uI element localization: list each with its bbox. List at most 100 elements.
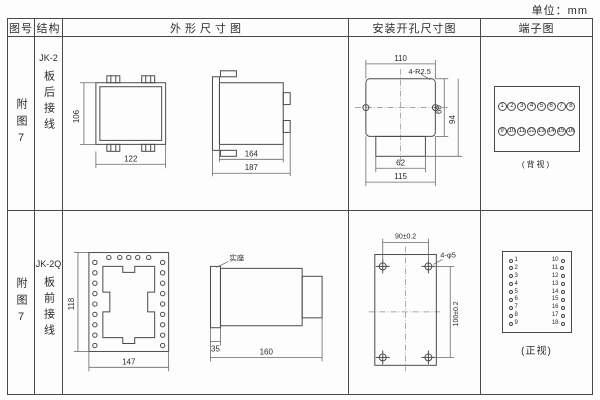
terminal-circle: 3 — [517, 102, 527, 112]
mounting-dim-lines — [382, 238, 455, 358]
relay-side-view — [211, 70, 291, 157]
terminal-circle: 13 — [536, 126, 546, 136]
dim-width: 147 — [122, 357, 136, 366]
dim-h1: 60 — [434, 105, 443, 114]
side-view-dim-lines — [212, 132, 291, 177]
terminal-circle: 12 — [527, 126, 537, 136]
terminal-circle: 15 — [556, 126, 566, 136]
front-view-dim-lines — [79, 82, 167, 169]
base-note: 实座 — [229, 252, 244, 262]
outline-drawing-jk2q: 118 147 实座 35 160 — [67, 252, 323, 372]
terminal-pin: 8 — [509, 312, 518, 319]
terminal-pin: 11 — [552, 265, 565, 272]
terminal-circle: 2 — [507, 102, 517, 112]
relay-front-view — [95, 75, 167, 152]
relay-side-view — [209, 265, 323, 329]
terminal-pin: 5 — [509, 289, 518, 296]
row1-structure-cell: JK-2 板后接线 — [35, 37, 63, 211]
centerlines — [354, 68, 449, 167]
spec-table: 图号 结构 外形尺寸图 安装开孔尺寸图 端子图 附图7 JK-2 板后接线 — [7, 18, 593, 395]
terminal-pin: 7 — [509, 304, 518, 311]
header-mounting: 安装开孔尺寸图 — [349, 19, 481, 37]
model-label: JK-2 — [39, 53, 58, 63]
hole-note: 4-φ5 — [440, 251, 456, 260]
header-fig-no: 图号 — [8, 19, 35, 37]
row2-structure-cell: JK-2Q 板前接线 — [35, 211, 63, 394]
terminal-circle: 10 — [507, 126, 517, 136]
front-view-dim-lines — [73, 252, 170, 372]
dim-height: 106 — [72, 109, 81, 123]
terminal-circle: 6 — [546, 102, 556, 112]
mounting-dim-lines — [365, 59, 463, 187]
cutout-shape — [362, 78, 439, 157]
terminal-pin: 16 — [552, 304, 565, 311]
dim-w1: 62 — [396, 158, 405, 167]
dim-width: 122 — [124, 154, 138, 163]
mounting-drawing-jk2q: 90±0.2 4-φ5 100±0.2 — [368, 234, 460, 372]
model-label: JK-2Q — [35, 259, 62, 269]
side-view-dim-lines — [210, 261, 323, 362]
terminal-pin: 1 — [509, 257, 518, 264]
mounting-drawing-jk2: 110 4-R2.5 60 94 62 115 — [354, 54, 463, 187]
terminal-pin: 14 — [552, 289, 565, 296]
row1-outline-cell: 106 122 164 187 — [63, 37, 349, 211]
terminal-circle: 4 — [527, 102, 537, 112]
terminal-pin: 2 — [509, 265, 518, 272]
row2-fig-no-cell: 附图7 — [8, 211, 35, 394]
wiring-label: 板后接线 — [42, 70, 55, 134]
dim-len2: 187 — [245, 163, 259, 172]
terminal-pin: 6 — [509, 296, 518, 303]
terminal-circle: 9 — [497, 126, 507, 136]
dim-base: 35 — [211, 344, 220, 353]
dim-height: 118 — [67, 297, 76, 310]
terminal-pin: 13 — [552, 281, 565, 288]
header-structure: 结构 — [35, 19, 63, 37]
terminal-pin: 3 — [509, 273, 518, 280]
terminal-pin: 15 — [552, 296, 565, 303]
dim-top: 110 — [394, 54, 407, 63]
row2-mounting-cell: 90±0.2 4-φ5 100±0.2 — [349, 211, 481, 394]
terminal-pin: 18 — [552, 320, 565, 327]
footprint-shape — [374, 254, 437, 366]
radius-note: 4-R2.5 — [409, 67, 431, 76]
unit-label: 单位：mm — [531, 5, 588, 17]
row1-fig-no-cell: 附图7 — [8, 37, 35, 211]
terminal-view-caption: (正视) — [521, 346, 552, 357]
terminal-pin: 17 — [552, 312, 565, 319]
dim-side: 100±0.2 — [453, 301, 460, 326]
terminal-circle: 14 — [546, 126, 556, 136]
row1-mounting-cell: 110 4-R2.5 60 94 62 115 — [349, 37, 481, 211]
terminal-circle: 7 — [556, 102, 566, 112]
header-terminal: 端子图 — [481, 19, 592, 37]
terminal-pin: 4 — [509, 281, 518, 288]
outline-drawing-jk2: 106 122 164 187 — [72, 70, 291, 177]
terminal-view-caption: (背视) — [521, 160, 552, 169]
fig-no-label: 附图7 — [15, 97, 27, 150]
terminal-circle: 16 — [566, 126, 576, 136]
terminal-pin: 9 — [509, 320, 518, 327]
dim-len: 160 — [260, 347, 274, 356]
fig-no-label: 附图7 — [15, 276, 27, 329]
dim-h2: 94 — [448, 115, 457, 124]
terminal-pin: 10 — [552, 257, 565, 264]
dim-top: 90±0.2 — [395, 234, 416, 241]
terminal-circle: 11 — [517, 126, 527, 136]
dim-w2: 115 — [394, 172, 407, 181]
terminal-circle: 5 — [536, 102, 546, 112]
header-outline: 外形尺寸图 — [63, 19, 349, 37]
terminal-circle: 8 — [566, 102, 576, 112]
dim-len1: 164 — [245, 149, 259, 158]
row2-outline-cell: 118 147 实座 35 160 — [63, 211, 349, 394]
wiring-label: 板前接线 — [42, 276, 55, 340]
terminal-circle: 1 — [497, 102, 507, 112]
relay-front-view — [88, 252, 170, 352]
